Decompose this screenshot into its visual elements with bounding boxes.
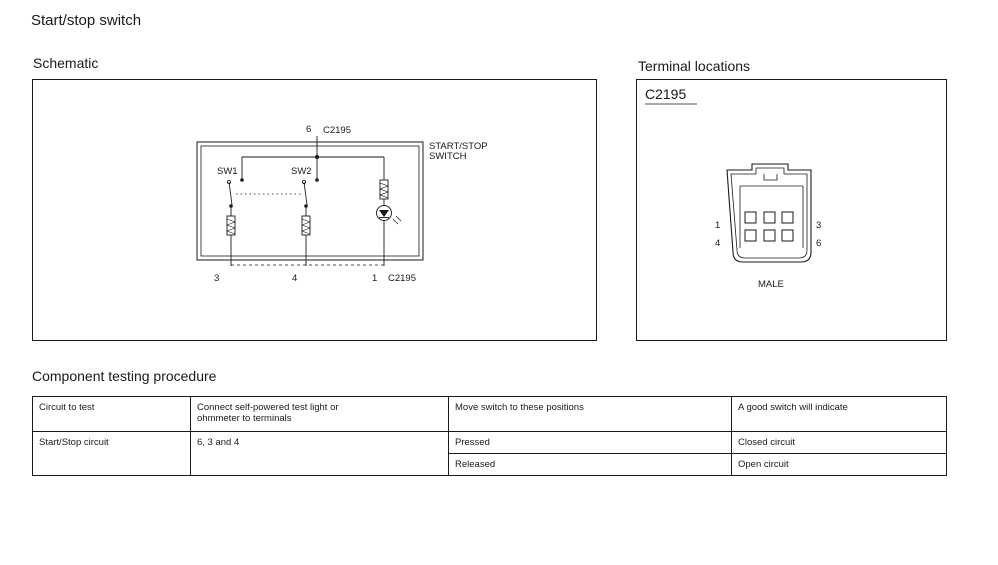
procedure-heading: Component testing procedure	[32, 368, 217, 384]
col-indicate: A good switch will indicate	[731, 396, 947, 432]
terminal-pin-1: 1	[715, 220, 720, 231]
connector-bottom-label: C2195	[388, 273, 416, 284]
connector-top-label: C2195	[323, 125, 351, 136]
schematic-panel	[32, 79, 597, 341]
pin-6-label: 6	[306, 124, 311, 135]
position-pressed: Pressed	[448, 431, 732, 454]
sw2-label: SW2	[291, 166, 312, 177]
terminals-cell: 6, 3 and 4	[190, 431, 449, 476]
terminal-pin-3: 3	[816, 220, 821, 231]
pin-1-label: 1	[372, 273, 377, 284]
terminal-locations-panel	[636, 79, 947, 341]
table-row: Start/Stop circuit 6, 3 and 4 Pressed Cl…	[32, 431, 947, 476]
col-circuit: Circuit to test	[32, 396, 191, 432]
indication-open: Open circuit	[731, 453, 947, 476]
connector-body	[726, 163, 812, 263]
connector-id: C2195	[645, 86, 686, 102]
schematic-heading: Schematic	[33, 55, 99, 71]
start-stop-label-line2: SWITCH	[429, 151, 467, 162]
page-title: Start/stop switch	[31, 12, 142, 29]
table-header-row: Circuit to test Connect self-powered tes…	[32, 396, 947, 432]
terminal-pin-4: 4	[715, 238, 720, 249]
circuit-cell: Start/Stop circuit	[32, 431, 191, 476]
pin-3-label: 3	[214, 273, 219, 284]
terminal-locations-heading: Terminal locations	[638, 58, 751, 74]
start-stop-label-line1: START/STOP	[429, 141, 488, 152]
sw1-label: SW1	[217, 166, 238, 177]
testing-table: Circuit to test Connect self-powered tes…	[32, 396, 947, 476]
indication-closed: Closed circuit	[731, 431, 947, 454]
col-positions: Move switch to these positions	[448, 396, 732, 432]
connector-gender: MALE	[758, 279, 784, 290]
table-row: Released Open circuit	[33, 453, 947, 476]
terminal-pin-6: 6	[816, 238, 821, 249]
pin-4-label: 4	[292, 273, 297, 284]
position-released: Released	[448, 453, 732, 476]
